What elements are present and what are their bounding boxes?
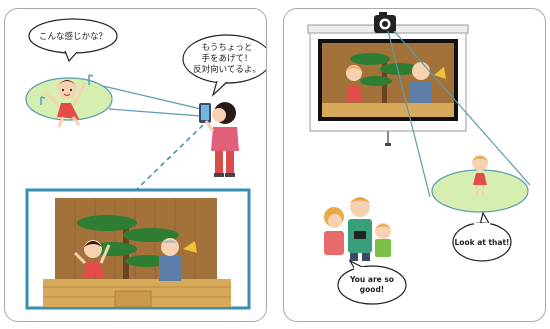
right-scene: Look at that! You are so good! [307, 12, 531, 305]
camera-icon [354, 231, 366, 239]
camera-icon [374, 12, 396, 33]
photo-frame [25, 188, 251, 310]
music-note-icon [40, 96, 46, 105]
girl-speech-text: Look at that! [455, 238, 510, 247]
photographer-speech-line-3: 反対向いてるよ。 [193, 64, 261, 75]
view-ellipse [387, 30, 531, 213]
dancing-girl [40, 74, 94, 128]
family-speech-line-1: You are so [349, 275, 394, 284]
right-panel: Look at that! You are so good! [283, 8, 546, 322]
speech-bubble-family: You are so good! [337, 259, 407, 305]
small-girl [472, 155, 488, 195]
left-scene: こんな感じかな？ もうちょっと 手をあげて！ 反対向いてるよ。 [25, 18, 266, 310]
photographer-woman [199, 102, 239, 177]
family-speech-line-2: good! [360, 285, 384, 294]
speech-bubble-girl: Look at that! [452, 211, 512, 262]
fan-icon [183, 241, 197, 253]
projector-screen [307, 24, 469, 146]
phone-view-ellipse [25, 77, 202, 121]
speech-bubble-photographer: もうちょっと 手をあげて！ 反対向いてるよ。 [182, 34, 266, 97]
photographer-speech-line-1: もうちょっと [202, 43, 253, 53]
family-group [324, 197, 391, 261]
photographer-speech-line-2: 手をあげて！ [201, 53, 252, 64]
speech-bubble-dancer: こんな感じかな？ [28, 18, 118, 63]
left-panel: こんな感じかな？ もうちょっと 手をあげて！ 反対向いてるよ。 [4, 8, 267, 322]
music-note-icon [88, 74, 94, 85]
dashed-connector [136, 124, 204, 190]
dancer-speech-text: こんな感じかな？ [39, 31, 107, 42]
fan-icon [434, 67, 446, 79]
